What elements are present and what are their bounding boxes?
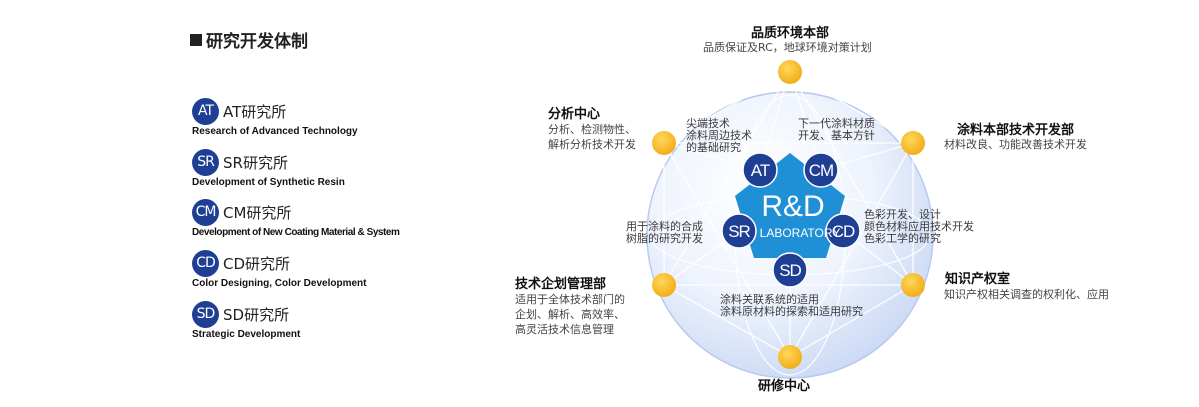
node-upper-left-desc: 分析、检测物性、 解析分析技术开发 — [548, 123, 636, 151]
node-lower-right-title: 知识产权室 — [945, 272, 1011, 287]
section-title: 研究开发体制 — [190, 27, 308, 52]
lab-name: AT研究所 — [223, 103, 287, 121]
center-badge-cm — [803, 152, 839, 188]
inner-note-upper-left: 尖端技术 涂料周边技术 的基础研究 — [686, 117, 752, 154]
lab-name: SR研究所 — [223, 154, 288, 172]
node-top — [778, 60, 802, 84]
center-badge-label: CD — [832, 222, 855, 241]
cd-badge-icon: CD — [192, 250, 219, 277]
center-subtitle: LABORATORY — [760, 226, 841, 240]
node-top-desc: 品质保证及RC，地球环境对策计划 — [703, 41, 872, 54]
lab-english-name: Development of New Coating Material & Sy… — [192, 227, 400, 238]
sr-badge-icon: SR — [192, 149, 219, 176]
lab-name: CD研究所 — [223, 255, 291, 273]
sd-badge-icon: SD — [192, 301, 219, 328]
inner-note-left: 用于涂料的合成 树脂的研究开发 — [626, 220, 703, 245]
inner-note-upper-right: 下一代涂料材质 开发、基本方针 — [798, 117, 875, 142]
lab-english-name: Development of Synthetic Resin — [192, 177, 345, 188]
center-badge-label: SR — [728, 222, 750, 241]
lab-english-name: Strategic Development — [192, 329, 301, 340]
inner-note-bottom: 涂料关联系统的适用 涂料原材料的探索和适用研究 — [720, 293, 863, 318]
center-badge-sd — [772, 252, 808, 288]
node-upper-right-desc: 材料改良、功能改善技术开发 — [944, 138, 1087, 151]
lab-english-name: Research of Advanced Technology — [192, 126, 358, 137]
node-upper-left-title: 分析中心 — [548, 107, 601, 122]
center-badge-cd — [825, 213, 861, 249]
connection-line — [663, 142, 791, 358]
connection-line — [789, 71, 914, 286]
node-lower-left-title: 技术企划管理部 — [515, 277, 607, 292]
square-bullet-icon — [190, 34, 202, 46]
center-badge-label: AT — [751, 161, 770, 180]
inner-note-right: 色彩开发、设计 颜色材料应用技术开发 色彩工学的研究 — [864, 208, 974, 245]
lab-english-name: Color Designing, Color Development — [192, 278, 367, 289]
lab-name: CM研究所 — [223, 204, 292, 222]
node-lower-left — [652, 273, 676, 297]
at-badge-icon: AT — [192, 98, 219, 125]
node-upper-right-title: 涂料本部技术开发部 — [957, 123, 1075, 138]
center-badge-sr — [721, 213, 757, 249]
connection-line — [663, 71, 791, 286]
node-bottom — [778, 345, 802, 369]
center-badge-at — [742, 152, 778, 188]
center-badge-label: SD — [779, 261, 801, 280]
center-badge-label: CM — [809, 161, 833, 180]
center-badges — [721, 152, 861, 288]
connection-line — [789, 142, 914, 358]
node-upper-left — [652, 131, 676, 155]
cm-badge-icon: CM — [192, 199, 219, 226]
outer-nodes — [652, 60, 925, 369]
node-lower-right-desc: 知识产权相关调查的权利化、应用 — [944, 288, 1109, 301]
node-upper-right — [901, 131, 925, 155]
node-lower-left-desc: 适用于全体技术部门的 企划、解析、高效率、 高灵活技术信息管理 — [515, 293, 625, 336]
node-top-title: 品质环境本部 — [751, 26, 830, 41]
lab-name: SD研究所 — [223, 306, 290, 324]
node-bottom-title: 研修中心 — [758, 379, 811, 394]
center-title: R&D — [761, 190, 824, 223]
node-lower-right — [901, 273, 925, 297]
